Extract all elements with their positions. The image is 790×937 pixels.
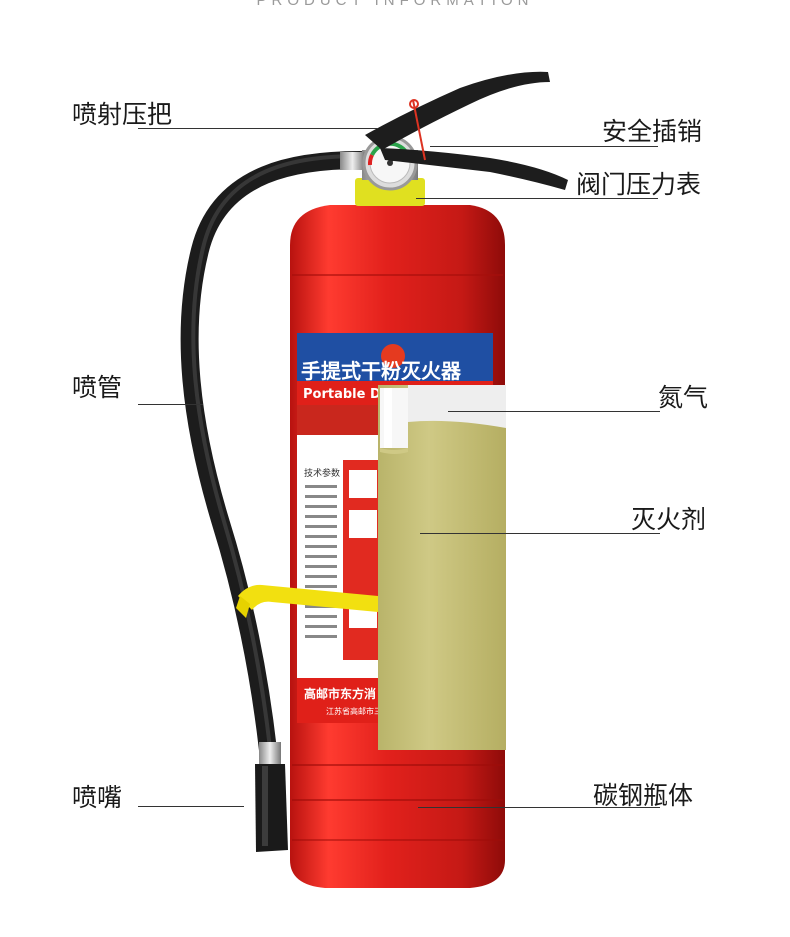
hose-clip (236, 584, 378, 618)
leader-line-carbon-steel-body (418, 807, 660, 808)
cutaway-view (378, 385, 506, 750)
nozzle (255, 742, 288, 852)
label-safety-pin: 安全插销 (602, 117, 703, 146)
label-nitrogen: 氮气 (658, 383, 709, 412)
label-spray-handle: 喷射压把 (72, 100, 173, 129)
leader-line-spray-handle (138, 128, 378, 129)
hose (180, 151, 369, 759)
spray-handle (365, 71, 568, 190)
safety-pin (409, 99, 426, 161)
page-header: PRODUCT INFORMATION (256, 0, 534, 9)
svg-text:江苏省高邮市三垛镇: 江苏省高邮市三垛镇 (326, 706, 398, 716)
label-nozzle: 喷嘴 (72, 783, 123, 812)
leader-line-safety-pin (430, 146, 658, 147)
svg-text:高邮市东方消: 高邮市东方消 (304, 686, 376, 701)
label-carbon-steel-body: 碳钢瓶体 (593, 781, 694, 810)
label-extinguishing-agent: 灭火剂 (631, 505, 707, 534)
label-hose: 喷管 (72, 373, 123, 402)
svg-text:手提式干粉灭火器: 手提式干粉灭火器 (301, 359, 462, 383)
leader-line-extinguishing-agent (420, 533, 660, 534)
leader-line-hose (138, 404, 203, 405)
svg-text:技术参数: 技术参数 (304, 467, 340, 479)
leader-line-pressure-gauge (416, 198, 658, 199)
label-pressure-gauge: 阀门压力表 (576, 170, 702, 199)
leader-line-nitrogen (448, 411, 660, 412)
leader-line-nozzle (138, 806, 244, 807)
